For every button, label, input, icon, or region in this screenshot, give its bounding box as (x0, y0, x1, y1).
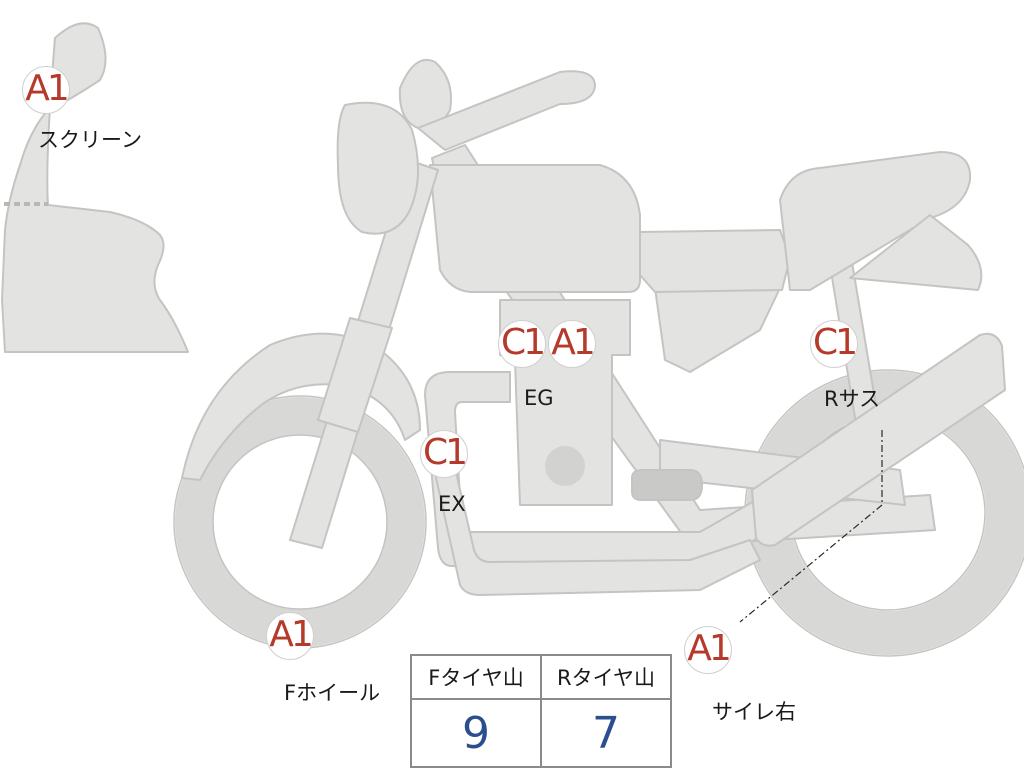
exhaust-pipe-lower (431, 454, 761, 596)
side-cover (654, 287, 781, 373)
screen-badge: A1 (22, 66, 70, 114)
fuel-tank (429, 164, 641, 293)
engine-badge-c1: C1 (498, 320, 546, 368)
mirror (398, 58, 452, 130)
muffler-badge: A1 (684, 626, 732, 674)
front-tire-value: 9 (410, 698, 542, 768)
engine-cover (545, 446, 585, 486)
rear-suspension-label: Rサス (824, 387, 881, 411)
muffler-label: サイレ右 (712, 700, 796, 724)
front-wheel-label: Fホイール (284, 681, 381, 705)
headlight (336, 101, 419, 235)
exhaust-badge: C1 (420, 430, 468, 478)
handlebar (417, 70, 596, 151)
front-tire-header: Fタイヤ山 (410, 654, 542, 700)
footpeg (631, 469, 703, 501)
rear-tire-header: Rタイヤ山 (540, 654, 672, 700)
engine-label: EG (524, 386, 554, 410)
seat (639, 229, 791, 293)
leader-line (739, 430, 883, 623)
rear-suspension-badge: C1 (810, 320, 858, 368)
front-wheel-badge: A1 (266, 612, 314, 660)
fork-slider (317, 317, 393, 433)
tire-tread-table: Fタイヤ山 Rタイヤ山 9 7 (410, 654, 672, 768)
rear-cowl (779, 151, 972, 291)
screen-label: スクリーン (38, 128, 142, 152)
tail-cowl (849, 214, 983, 291)
muffler (751, 332, 1006, 547)
rear-tire-value: 7 (540, 698, 672, 768)
screen-shape (1, 22, 189, 353)
engine-badge-a1: A1 (548, 320, 596, 368)
exhaust-label: EX (438, 492, 466, 516)
